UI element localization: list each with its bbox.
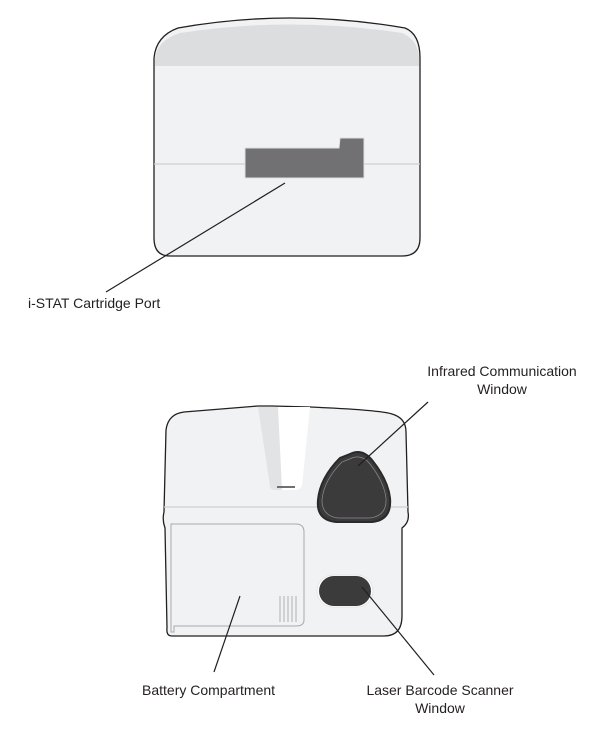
barcode-leader <box>361 586 435 676</box>
barcode-scanner-window <box>319 576 371 606</box>
cartridge-port <box>244 137 365 179</box>
cartridge-port-leader <box>105 182 286 293</box>
barcode-window-label: Laser Barcode Scanner Window <box>350 681 530 717</box>
bottom-device-view <box>162 401 435 676</box>
top-device-view <box>105 17 421 293</box>
barcode-label-line1: Laser Barcode Scanner <box>366 682 514 698</box>
infrared-window-label: Infrared Communication Window <box>412 362 592 398</box>
infrared-label-line2: Window <box>477 381 527 397</box>
infrared-label-line1: Infrared Communication <box>427 363 577 379</box>
cartridge-port-label: i-STAT Cartridge Port <box>28 295 161 311</box>
battery-compartment-label: Battery Compartment <box>142 682 276 698</box>
infrared-window <box>316 451 392 523</box>
infrared-leader <box>357 401 429 467</box>
barcode-label-line2: Window <box>415 700 465 716</box>
battery-compartment <box>170 523 305 633</box>
battery-leader <box>213 595 241 673</box>
